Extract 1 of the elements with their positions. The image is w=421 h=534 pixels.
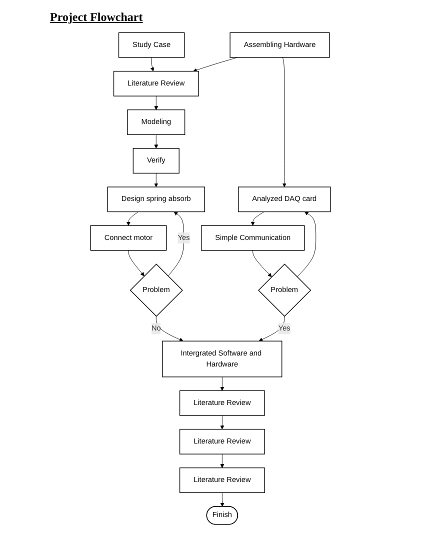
diagram-title: Project Flowchart	[50, 10, 143, 25]
